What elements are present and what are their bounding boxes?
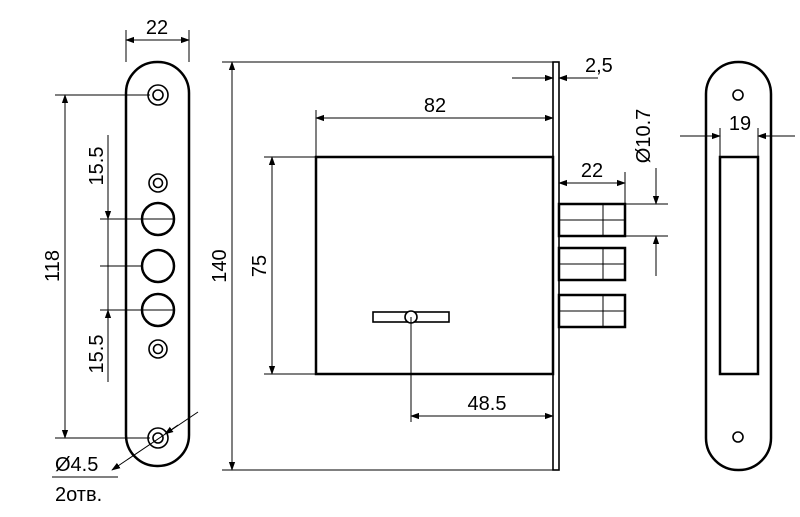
strike-hole-top xyxy=(732,89,744,101)
dim-lower-spacing: 15.5 xyxy=(86,335,108,374)
leader-mount-hole xyxy=(111,411,199,471)
dim-hole-spacing: 118 xyxy=(42,250,64,282)
bolt-opening-2 xyxy=(140,248,176,284)
dim-strike-width: 19 xyxy=(729,113,751,135)
dim-plate-thickness: 2,5 xyxy=(585,55,613,77)
dim-body-height: 75 xyxy=(249,255,271,277)
dim-mount-hole-count: 2отв. xyxy=(55,484,102,506)
strike-hole-bottom xyxy=(732,431,744,443)
dim-overall-height: 140 xyxy=(209,249,231,282)
dim-body-depth: 82 xyxy=(424,95,446,117)
lock-side-view: 140 75 82 2,5 22 Ø10.7 48.5 xyxy=(209,55,668,471)
strike-plate-view: 19 xyxy=(680,60,795,472)
strike-plate-opening xyxy=(718,155,760,376)
lock-body xyxy=(314,155,555,376)
faceplate-view: 22 118 15.5 15.5 Ø4.5 2отв. xyxy=(42,17,199,506)
faceplate-small-hole-lower xyxy=(148,339,168,359)
dim-bolt-diameter: Ø10.7 xyxy=(633,109,655,163)
strike-plate-outline xyxy=(704,60,773,472)
faceplate-small-hole-upper xyxy=(148,173,168,193)
mount-hole-top xyxy=(147,84,169,106)
dim-backset: 48.5 xyxy=(468,393,507,415)
faceplate-outline xyxy=(124,60,191,468)
mount-hole-bottom xyxy=(147,427,169,449)
dim-upper-spacing: 15.5 xyxy=(86,147,108,186)
dim-faceplate-width: 22 xyxy=(146,17,168,39)
dim-bolt-throw: 22 xyxy=(581,160,603,182)
dim-mount-hole-diameter: Ø4.5 xyxy=(55,454,98,476)
